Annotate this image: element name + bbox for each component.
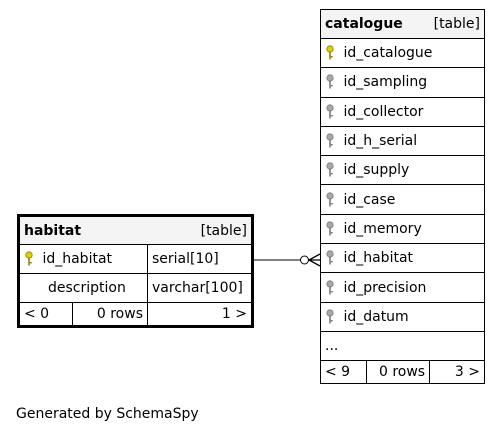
foreign-key-icon (325, 250, 339, 266)
foreign-key-icon (325, 309, 339, 325)
column-name-cell: id_h_serial (320, 126, 485, 157)
column-name: id_case (343, 191, 396, 208)
column-row[interactable]: id_catalogue (320, 38, 485, 69)
children-count: 3 > (429, 360, 485, 384)
column-name-cell: id_supply (320, 155, 485, 186)
parents-count: < 9 (325, 364, 351, 381)
table-footer: < 9 0 rows 3 > (321, 360, 485, 384)
column-name: id_collector (343, 103, 424, 120)
row-count: 0 rows (72, 302, 148, 327)
column-name-cell: id_sampling (320, 67, 485, 98)
column-name-cell: id_collector (320, 97, 485, 127)
column-row[interactable]: id_h_serial (320, 126, 485, 157)
column-name-cell: id_habitat (320, 243, 485, 274)
column-row[interactable]: description varchar[100] (18, 273, 253, 303)
foreign-key-icon (325, 279, 339, 296)
column-name: id_habitat (42, 251, 113, 267)
table-name: catalogue (325, 16, 403, 32)
more-columns-ellipsis: ... (320, 331, 485, 362)
table-footer: < 0 0 rows 1 > (19, 302, 253, 327)
foreign-key-icon (325, 192, 339, 208)
column-row[interactable]: id_supply (320, 155, 485, 186)
ellipsis-row: ... (320, 331, 485, 362)
foreign-key-icon (325, 221, 339, 237)
crowfoot-many-icon (307, 253, 321, 267)
column-name-cell: id_precision (320, 272, 485, 303)
table-name: habitat (24, 222, 82, 239)
column-name-cell: id_case (320, 184, 485, 215)
catalogue-table[interactable]: catalogue [table] id_catalogue id_sampli… (320, 9, 485, 385)
column-name-cell: id_catalogue (320, 38, 485, 69)
table-kind: [table] (200, 222, 247, 239)
column-name: id_habitat (343, 250, 414, 267)
column-name-cell: id_habitat (18, 244, 148, 274)
column-name: id_sampling (343, 74, 428, 91)
column-row[interactable]: id_collector (320, 97, 485, 127)
column-name-cell: id_memory (320, 214, 485, 245)
column-name-cell: id_datum (320, 302, 485, 332)
foreign-key-icon (325, 133, 339, 149)
column-row[interactable]: id_memory (320, 214, 485, 245)
generated-by-caption: Generated by SchemaSpy (16, 406, 199, 422)
column-name: id_supply (343, 162, 410, 179)
column-name: id_catalogue (343, 45, 433, 62)
column-name: id_h_serial (343, 133, 418, 150)
column-type: varchar[100] (147, 273, 253, 303)
table-header: habitat [table] (18, 215, 253, 245)
foreign-key-icon (325, 74, 339, 90)
column-name: description (18, 273, 148, 303)
column-row[interactable]: id_precision (320, 272, 485, 303)
primary-key-icon (24, 251, 38, 267)
column-row[interactable]: id_sampling (320, 67, 485, 98)
column-name: id_datum (343, 308, 409, 325)
column-type: serial[10] (147, 244, 253, 274)
table-header: catalogue [table] (320, 9, 485, 39)
column-row[interactable]: id_habitat serial[10] (18, 244, 253, 274)
primary-key-icon (325, 45, 339, 61)
column-row[interactable]: id_datum (320, 302, 485, 332)
column-row[interactable]: id_habitat (320, 243, 485, 274)
row-count: 0 rows (366, 360, 430, 384)
foreign-key-icon (325, 162, 339, 178)
zero-cardinality-icon (300, 255, 309, 265)
column-row[interactable]: id_case (320, 184, 485, 215)
children-count: 1 > (147, 302, 253, 327)
table-kind: [table] (433, 16, 480, 32)
column-name: id_precision (343, 279, 427, 296)
parents-count: < 0 (24, 306, 50, 322)
foreign-key-icon (325, 104, 339, 120)
habitat-table[interactable]: habitat [table] id_habitat serial[10] de… (17, 214, 254, 328)
column-name: id_memory (343, 220, 422, 237)
